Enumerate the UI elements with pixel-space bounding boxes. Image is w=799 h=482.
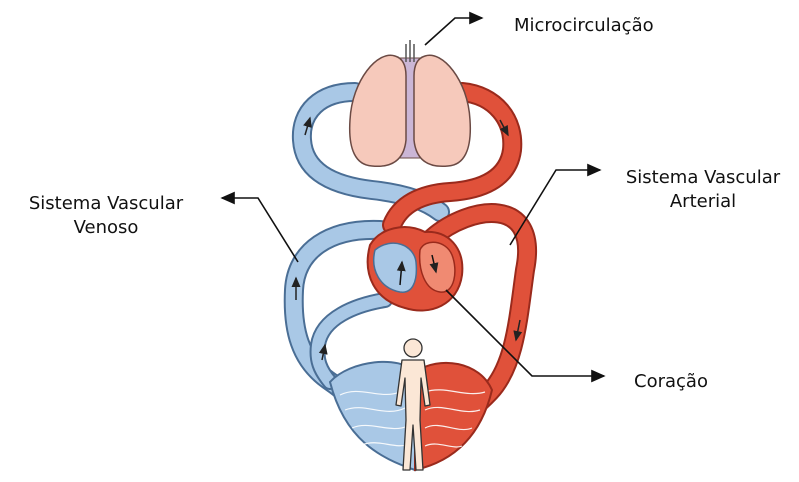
venous-label-line-2: Venoso [10, 216, 202, 240]
lungs-icon [350, 40, 471, 166]
arterial-label-line-1: Sistema Vascular [610, 166, 796, 190]
venous-system-label: Sistema Vascular Venoso [10, 192, 202, 240]
venous-pointer-arrow [222, 198, 298, 262]
venous-label-line-1: Sistema Vascular [10, 192, 202, 216]
microcirculation-pointer-arrow [425, 18, 482, 45]
heart-label: Coração [634, 370, 708, 394]
arterial-system-label: Sistema Vascular Arterial [610, 166, 796, 214]
arterial-label-line-2: Arterial [610, 190, 796, 214]
microcirculation-label: Microcirculação [514, 14, 654, 38]
